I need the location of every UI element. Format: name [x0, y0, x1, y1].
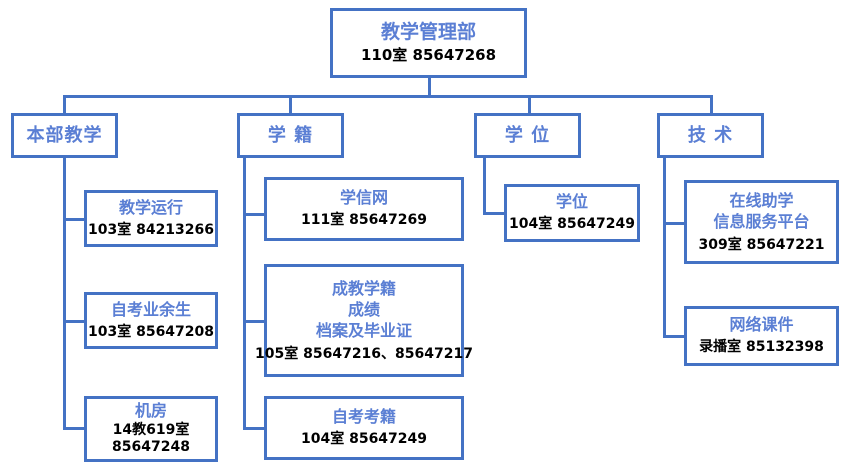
node-xuexinwang-title: 学信网	[339, 188, 388, 208]
connector-stub-b4-c2	[663, 335, 685, 338]
node-chengjiao-xueji-title-line-3: 档案及毕业证	[315, 320, 412, 340]
node-chengjiao-xueji-title-line-1: 成教学籍	[331, 278, 396, 298]
node-zaixian-zhuxue-title-line-1: 在线助学	[729, 190, 794, 210]
node-xuewei-office[interactable]: 学位 104室 85647249	[504, 184, 640, 242]
node-zaixian-zhuxue[interactable]: 在线助学 信息服务平台 309室 85647221	[684, 180, 839, 264]
connector-stub-b1-c3	[63, 427, 85, 430]
node-xuexinwang-detail: 111室 85647269	[300, 212, 428, 229]
node-chengjiao-xueji-detail: 105室 85647216、85647217	[255, 345, 473, 362]
node-branch-jishu[interactable]: 技 术	[657, 113, 764, 158]
connector-level2-bus	[63, 95, 713, 98]
node-branch-xuewei-title: 学 位	[504, 124, 551, 146]
connector-trunk-branch-3	[483, 157, 486, 215]
connector-stub-b2-c1	[243, 213, 265, 216]
node-root[interactable]: 教学管理部 110室 85647268	[330, 8, 527, 78]
node-jiaoxue-yunxing-title: 教学运行	[118, 197, 183, 217]
connector-drop-branch-3	[528, 95, 531, 115]
connector-stub-b2-c3	[243, 427, 265, 430]
node-branch-xuewei[interactable]: 学 位	[474, 113, 581, 158]
node-zikao-kaoji[interactable]: 自考考籍 104室 85647249	[264, 396, 464, 460]
node-branch-xueji[interactable]: 学 籍	[237, 113, 344, 158]
node-branch-benbu[interactable]: 本部教学	[11, 113, 118, 158]
connector-trunk-branch-2	[243, 157, 246, 427]
node-wangluo-kejian-detail: 录播室 85132398	[699, 339, 824, 356]
connector-root-stem	[428, 77, 431, 97]
node-zikao-yeyusheng-detail: 103室 85647208	[87, 323, 215, 340]
node-jifang[interactable]: 机房 14教619室 85647248	[84, 396, 218, 462]
node-branch-xueji-title: 学 籍	[267, 124, 314, 146]
connector-drop-branch-1	[63, 95, 66, 115]
connector-drop-branch-4	[710, 95, 713, 115]
node-zaixian-zhuxue-title-line-2: 信息服务平台	[713, 211, 810, 231]
connector-stub-b4-c1	[663, 222, 685, 225]
connector-trunk-branch-1	[63, 157, 66, 429]
connector-stub-b1-c1	[63, 218, 85, 221]
node-chengjiao-xueji-title-line-2: 成绩	[347, 299, 380, 319]
connector-stub-b2-c2	[243, 320, 265, 323]
connector-trunk-branch-4	[663, 157, 666, 338]
node-jiaoxue-yunxing[interactable]: 教学运行 103室 84213266	[84, 190, 218, 247]
node-jiaoxue-yunxing-detail: 103室 84213266	[87, 221, 215, 238]
node-zikao-kaoji-title: 自考考籍	[331, 407, 396, 427]
node-xuexinwang[interactable]: 学信网 111室 85647269	[264, 177, 464, 241]
node-root-detail: 110室 85647268	[360, 46, 497, 65]
node-root-title: 教学管理部	[380, 20, 476, 43]
node-zikao-yeyusheng[interactable]: 自考业余生 103室 85647208	[84, 292, 218, 349]
node-wangluo-kejian[interactable]: 网络课件 录播室 85132398	[684, 306, 839, 366]
node-branch-benbu-title: 本部教学	[26, 124, 103, 146]
node-chengjiao-xueji[interactable]: 成教学籍 成绩 档案及毕业证 105室 85647216、85647217	[255, 264, 473, 377]
connector-stub-b1-c2	[63, 320, 85, 323]
node-wangluo-kejian-title: 网络课件	[729, 315, 794, 335]
node-xuewei-office-detail: 104室 85647249	[508, 216, 636, 233]
node-zikao-yeyusheng-title: 自考业余生	[110, 299, 191, 319]
connector-drop-branch-2	[289, 95, 292, 115]
node-branch-jishu-title: 技 术	[687, 124, 734, 146]
node-xuewei-office-title: 学位	[555, 192, 588, 212]
node-zikao-kaoji-detail: 104室 85647249	[300, 431, 428, 448]
connector-stub-b3-c1	[483, 212, 505, 215]
node-jifang-title: 机房	[134, 401, 167, 421]
node-jifang-detail-line-1: 14教619室	[112, 421, 190, 438]
node-jifang-detail-line-2: 85647248	[112, 439, 190, 456]
node-zaixian-zhuxue-detail: 309室 85647221	[698, 236, 825, 253]
